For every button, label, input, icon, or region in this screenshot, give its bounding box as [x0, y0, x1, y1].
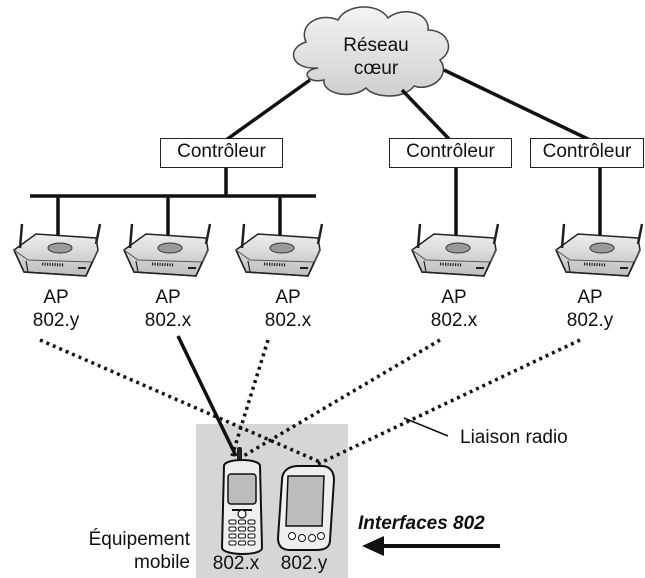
- radio-link-label: Liaison radio: [460, 427, 568, 448]
- controller-1-label: Contrôleur: [177, 141, 266, 162]
- access-point-label-2: AP 802.x: [128, 286, 208, 332]
- interface-label-x: 802.x: [212, 553, 260, 574]
- ap-1-standard: 802.y: [32, 310, 80, 331]
- ap-5-standard: 802.y: [566, 310, 614, 331]
- pda-icon: [276, 465, 336, 551]
- ap-3-type: AP: [275, 287, 301, 308]
- radio-links: [39, 338, 581, 466]
- access-point-label-5: AP 802.y: [550, 286, 630, 332]
- radio-link-callout: [403, 417, 449, 437]
- ap-4-type: AP: [441, 287, 467, 308]
- controller-3-label: Contrôleur: [542, 141, 632, 162]
- ap-4-standard: 802.x: [430, 310, 478, 331]
- ap-2-standard: 802.x: [144, 310, 192, 331]
- mobile-equipment-line2: mobile: [134, 552, 190, 573]
- mobile-equipment-line1: Équipement: [88, 529, 190, 550]
- controller-2-label: Contrôleur: [406, 141, 495, 162]
- core-network-cloud: [292, 6, 450, 97]
- mobile-equipment-label: Équipement mobile: [60, 528, 190, 574]
- core-network-line1: Réseau: [343, 35, 409, 56]
- ap-5-type: AP: [577, 287, 603, 308]
- ap-1-type: AP: [43, 287, 69, 308]
- ap-2-type: AP: [155, 287, 181, 308]
- ap-3-standard: 802.x: [264, 310, 312, 331]
- core-links: [224, 68, 591, 142]
- core-network-line2: cœur: [353, 58, 399, 79]
- interfaces-arrow: [362, 536, 500, 556]
- mobile-phone-icon: [220, 447, 264, 555]
- active-radio-link: [176, 335, 238, 457]
- access-point-label-3: AP 802.x: [248, 286, 328, 332]
- controller-2: Contrôleur: [389, 138, 512, 168]
- controller-3: Contrôleur: [530, 138, 644, 168]
- controller-bus: [30, 168, 602, 240]
- interfaces-label: Interfaces 802: [358, 513, 485, 534]
- interface-label-y: 802.y: [280, 553, 328, 574]
- controller-1: Contrôleur: [160, 138, 283, 168]
- access-point-label-1: AP 802.y: [16, 286, 96, 332]
- access-point-label-4: AP 802.x: [414, 286, 494, 332]
- core-network-label: Réseau cœur: [326, 34, 426, 80]
